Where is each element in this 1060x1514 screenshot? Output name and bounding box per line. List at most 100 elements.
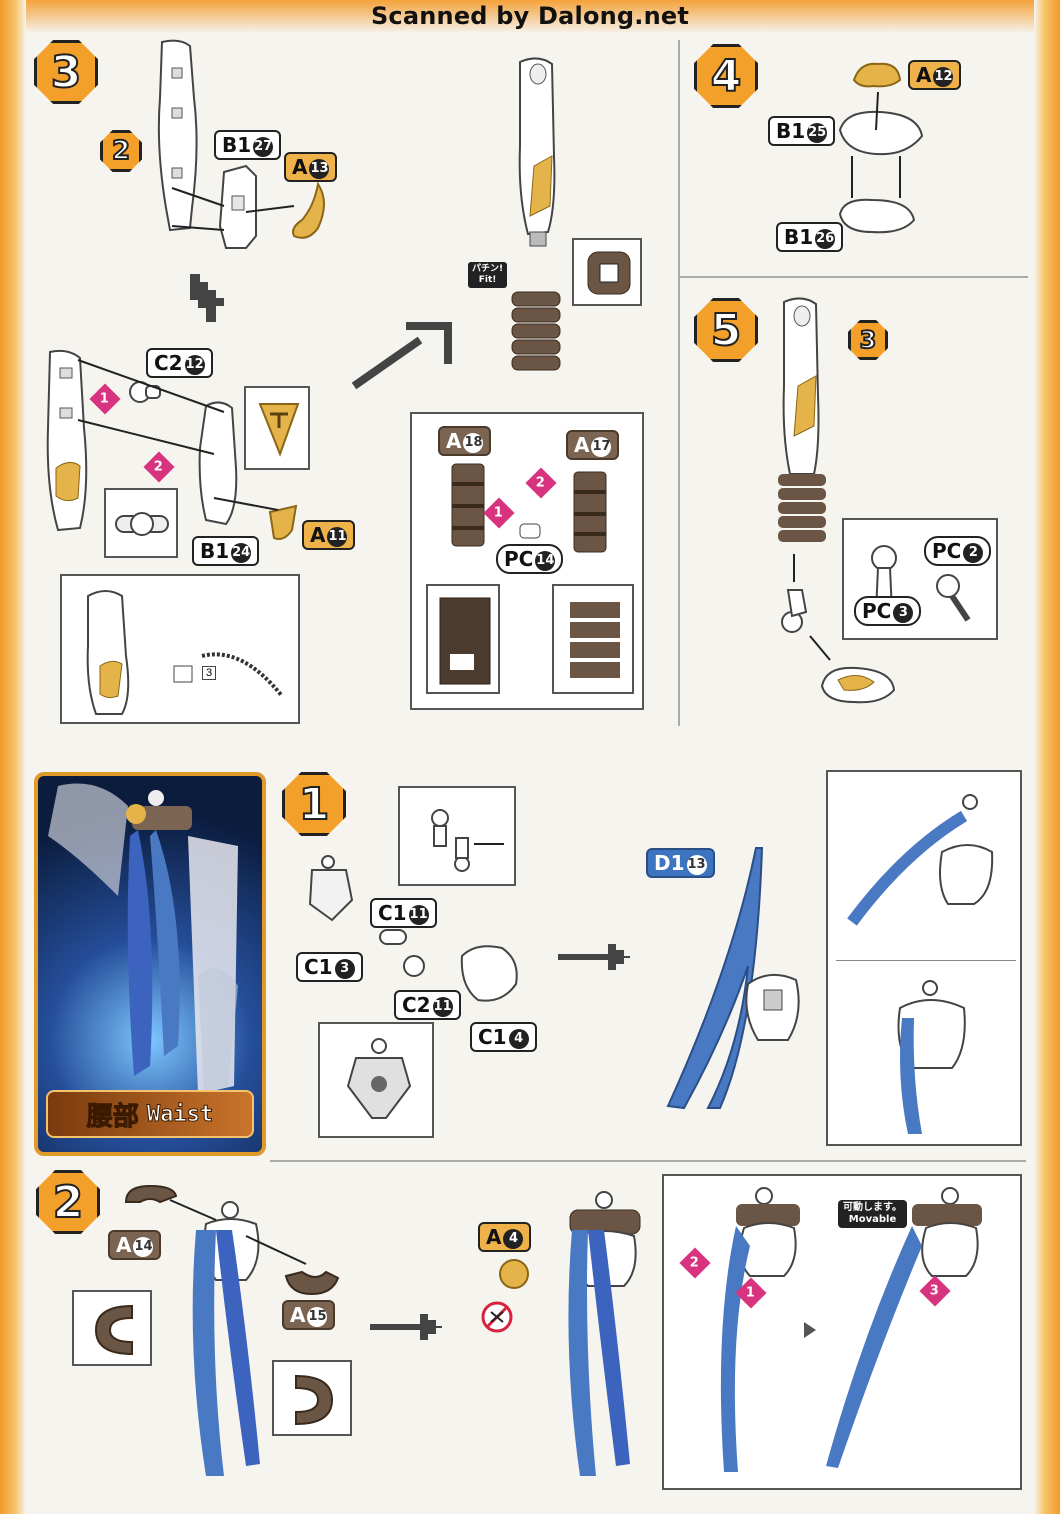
movable-before-illustration [720, 1187, 800, 1472]
pc-3-illustration [936, 574, 971, 622]
part-c2-11-illustration [379, 929, 425, 977]
part-a-15-illustration [284, 1270, 340, 1296]
detail-divider [836, 960, 1016, 961]
scan-credit: Scanned by Dalong.net [370, 2, 690, 30]
step4-arrows [851, 91, 901, 198]
arm-core-illustration [157, 39, 198, 232]
a18-inner-illustration [439, 597, 491, 685]
ref-step-badge-2: 2 [100, 130, 142, 172]
arm-left-illustration [46, 349, 88, 532]
socket-detail-illustration [587, 251, 631, 295]
waist-with-cloth-illustration-2 [192, 1201, 260, 1476]
play-triangle-icon [804, 1322, 816, 1338]
page-left-edge [0, 0, 26, 1514]
movable-after-illustration [826, 1187, 982, 1468]
detail-box-joint [104, 488, 178, 558]
step-badge-3: 3 [34, 40, 98, 104]
fit-badge: パチン!Fit! [468, 262, 508, 288]
marker-2b: 2 [525, 467, 557, 499]
step-badge-5: 5 [694, 298, 758, 362]
part-a-13-illustration [292, 181, 325, 239]
cloth-attach-bottom-illustration [897, 980, 966, 1134]
a17-inner-illustration [570, 602, 620, 678]
divider-right-horizontal [680, 276, 1028, 278]
step3-arrows-b [77, 359, 279, 511]
part-a-18-illustration [451, 463, 485, 547]
part-c1-4-illustration [460, 945, 518, 1002]
waist-step-badge-2: 2 [36, 1170, 100, 1234]
detail-box-socket [572, 238, 642, 306]
waist-joint-illustration-1 [745, 973, 800, 1041]
waist-label-en: Waist [146, 1101, 214, 1127]
part-a-17-illustration [573, 471, 607, 553]
cloth-attach-top-illustration [847, 794, 994, 926]
divider-vertical-top [678, 40, 680, 726]
a14-detail-illustration [94, 1304, 133, 1356]
detail-box-c1-3-front [318, 1022, 434, 1138]
leg-assembled-illustration [778, 297, 826, 542]
part-b1-26-illustration [838, 198, 916, 234]
detail-box-cloth-attach [826, 770, 1022, 1146]
foot-illustration [820, 666, 896, 704]
peg-detail-illustration [431, 809, 504, 872]
detail-box-seal: 3 [60, 574, 300, 724]
step-badge-4: 4 [694, 44, 758, 108]
cloth-d1-13-illustration [666, 847, 764, 1110]
a11-detail-illustration [258, 403, 300, 457]
detail-box-movable: 2 1 可動します。Movable 3 [662, 1174, 1022, 1490]
ankle-joint-illustration [781, 589, 808, 633]
part-a-11-illustration [268, 504, 298, 540]
pixel-down-arrow [190, 274, 224, 322]
detail-a18-inner [426, 584, 500, 694]
step5-arrows [793, 554, 831, 661]
waist-photo-panel: 腰部 Waist [34, 772, 266, 1156]
part-pc-14-illustration [519, 523, 541, 539]
detail-box-a14 [72, 1290, 152, 1366]
step2-arrows [169, 1199, 307, 1265]
part-b1-25-illustration [838, 110, 924, 156]
seal-number: 3 [202, 666, 217, 680]
marker-1b: 1 [483, 497, 515, 529]
waist-assembled-illustration [568, 1191, 641, 1476]
waist-label: 腰部 Waist [46, 1090, 254, 1138]
ref-step-badge-3: 3 [848, 320, 888, 360]
column-stack-illustration [511, 291, 561, 371]
detail-box-a15 [272, 1360, 352, 1436]
page-top-band [0, 0, 1060, 34]
waist-photo-illustration [48, 783, 238, 1094]
part-a-12-illustration [852, 62, 902, 88]
step3-arrows-a [171, 187, 295, 231]
waist-label-jp: 腰部 [86, 1101, 139, 1132]
movable-badge: 可動します。Movable [838, 1200, 907, 1228]
part-c1-3-illustration [308, 855, 354, 922]
divider-bottom-horizontal [270, 1160, 1026, 1162]
waist-step-badge-1: 1 [282, 772, 346, 836]
part-a-14-illustration [124, 1184, 178, 1204]
detail-box-peg [398, 786, 516, 886]
joint-detail-illustration [115, 512, 169, 536]
part-a-4-illustration [499, 1259, 529, 1289]
no-cut-icon [481, 1301, 513, 1333]
page-right-edge [1034, 0, 1060, 1514]
